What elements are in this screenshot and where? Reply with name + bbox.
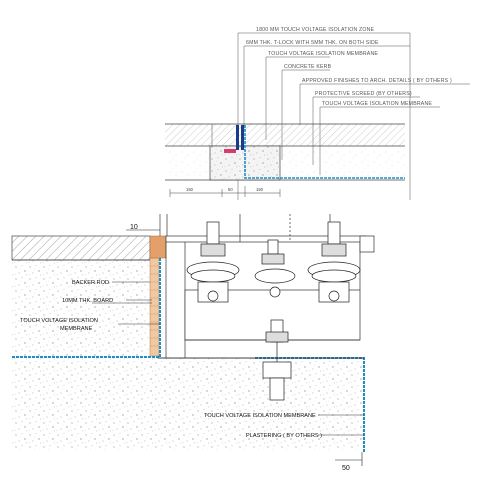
bottom-leaders: [92, 281, 364, 436]
bearing-mid: [254, 239, 296, 298]
top-detail: 1800 MM TOUCH VOLTAGE ISOLATION ZONE 6MM…: [165, 27, 470, 200]
bearing-left: [186, 221, 240, 303]
anchor-bolt: [262, 319, 292, 401]
top-dimensions: [169, 124, 281, 197]
label-protective-screed: PROTECTIVE SCREED (BY OTHERS): [315, 91, 412, 97]
dim-gap-top: 10: [130, 224, 138, 231]
bottom-membrane-left: [12, 258, 161, 358]
dim-top-mid: 50: [228, 187, 233, 192]
lower-concrete: [12, 358, 364, 450]
bearing-right: [307, 221, 361, 303]
label-t-lock: 6MM THK. T-LOCK WITH 5MM THK. ON BOTH SI…: [246, 40, 379, 46]
label-membrane-top-1: TOUCH VOLTAGE ISOLATION MEMBRANE: [268, 51, 378, 57]
backer-rod: [149, 235, 167, 259]
label-membrane-right: TOUCH VOLTAGE ISOLATION MEMBRANE: [204, 413, 316, 419]
dim-gap-bottom: 50: [342, 465, 350, 472]
board-10mm: [149, 257, 160, 357]
left-concrete: [12, 260, 158, 358]
label-board: 10MM THK. BOARD: [62, 298, 113, 304]
bottom-dimensions: [126, 214, 363, 466]
top-labels: 1800 MM TOUCH VOLTAGE ISOLATION ZONE 6MM…: [246, 27, 452, 107]
label-membrane-top-2: TOUCH VOLTAGE ISOLATION MEMBRANE: [322, 101, 432, 107]
dim-top-right: 150: [256, 187, 264, 192]
label-plastering: PLASTERING ( BY OTHERS ): [246, 433, 322, 439]
left-hatch-strip: [11, 235, 151, 261]
bottom-detail: BACKER ROD 10MM THK. BOARD TOUCH VOLTAGE…: [11, 214, 375, 472]
label-membrane-left-2: MEMBRANE: [60, 326, 93, 332]
top-membrane: [244, 125, 405, 179]
dim-top-left: 150: [186, 187, 194, 192]
label-concrete-kerb: CONCRETE KERB: [284, 64, 332, 70]
top-slab: [165, 123, 405, 181]
label-membrane-left-1: TOUCH VOLTAGE ISOLATION: [20, 318, 98, 324]
label-isolation-zone: 1800 MM TOUCH VOLTAGE ISOLATION ZONE: [256, 27, 375, 33]
label-approved-finishes: APPROVED FINISHES TO ARCH. DETAILS ( BY …: [302, 78, 452, 84]
label-backer-rod: BACKER ROD: [72, 280, 109, 286]
